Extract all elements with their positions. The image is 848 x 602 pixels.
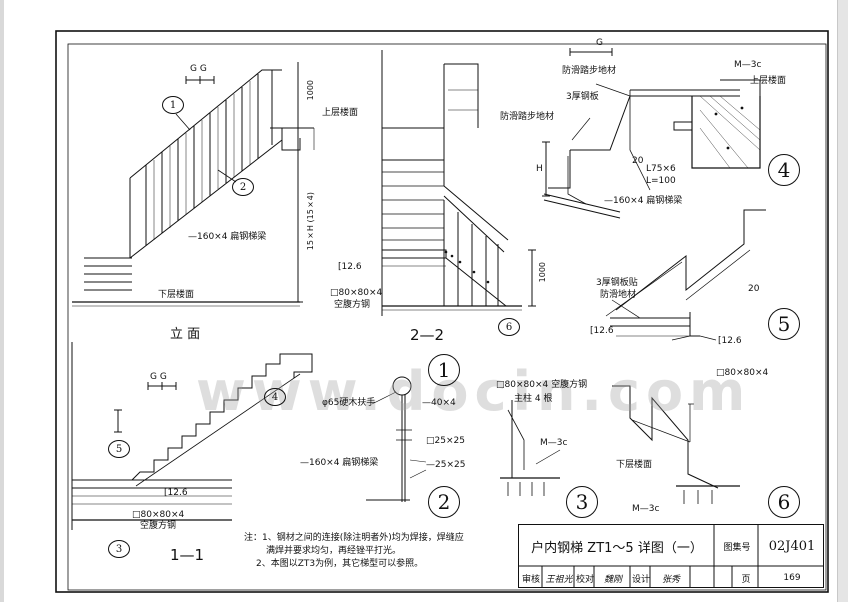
label-flat-40x4: —40×4	[422, 398, 456, 408]
label-l75: L75×6	[646, 164, 676, 174]
note-line-2: 满焊并要求均匀，再经锉平打光。	[266, 546, 402, 556]
label-hollow-80-c: □80×80×4	[716, 368, 769, 378]
viewer-scrollbar[interactable]	[837, 0, 848, 602]
label-stringer-4: —160×4 扁钢梯梁	[604, 196, 683, 206]
detail-marker-5: 5	[768, 308, 800, 340]
title-block-reviewer-signature: 王祖光	[545, 574, 573, 585]
dim-20-b: 20	[748, 284, 760, 294]
label-hollow-square: 空腹方钢	[334, 300, 371, 310]
detail-marker-1: 1	[428, 354, 460, 386]
watermark-text: www.docin.com	[196, 360, 752, 423]
label-square-25-b: —25×25	[426, 460, 466, 470]
dim-1000: 1000	[306, 80, 315, 101]
view-title-section-1-1: 1—1	[170, 546, 205, 564]
title-block-atlas-no: 02J401	[768, 538, 816, 554]
ref-mark-2: 2	[232, 178, 254, 196]
detail-marker-6: 6	[768, 486, 800, 518]
label-upper-floor: 上层楼面	[322, 108, 359, 118]
viewer-left-edge	[0, 0, 4, 602]
label-plate-3: 3厚钢板	[566, 92, 599, 102]
label-hollow-80: □80×80×4	[330, 288, 383, 298]
title-block-design-label: 设计	[631, 574, 650, 585]
title-block-grid	[518, 524, 824, 588]
label-h: H	[536, 164, 543, 174]
title-block-title: 户内钢梯 ZT1～5 详图（一）	[531, 540, 703, 556]
label-lower-floor-6: 下层楼面	[616, 460, 653, 470]
label-anti-slip: 防滑踏步地材	[562, 66, 617, 76]
note-line-1: 注：1、钢材之间的连接(除注明者外)均为焊接，焊缝应	[244, 533, 464, 543]
ref-mark-1: 1	[162, 96, 184, 114]
label-angle-126-d: [12.6	[164, 488, 188, 498]
title-block-page-no: 169	[783, 573, 801, 583]
label-hollow-80-b: □80×80×4	[132, 510, 185, 520]
note-line-3: 2、本图以ZT3为例，其它梯型可以参照。	[256, 559, 424, 569]
label-hollow-square-b: 空腹方钢	[140, 521, 177, 531]
title-block-atlas-label: 图集号	[723, 542, 751, 553]
detail-marker-4: 4	[768, 154, 800, 186]
label-square-25: □25×25	[426, 436, 465, 446]
label-main-bar: 主柱 4 根	[514, 394, 553, 404]
view-title-elevation: 立 面	[170, 327, 201, 342]
label-m3c-c: M—3c	[632, 504, 660, 514]
label-upper-floor-4: 上层楼面	[750, 76, 787, 86]
label-m3c: M—3c	[734, 60, 762, 70]
title-block-page-label: 页	[741, 574, 751, 585]
label-stringer-2: —160×4 扁钢梯梁	[300, 458, 379, 468]
view-title-section-2-2: 2—2	[410, 326, 445, 344]
label-handrail: φ65硬木扶手	[322, 398, 376, 408]
ref-mark-4: 4	[264, 388, 286, 406]
label-l75-length: L=100	[646, 176, 676, 186]
detail-marker-3: 3	[566, 486, 598, 518]
label-angle-126: [12.6	[338, 262, 362, 272]
label-g: G	[596, 38, 603, 48]
label-lower-floor: 下层楼面	[158, 290, 195, 300]
label-gg: G G	[190, 64, 207, 74]
title-block-checker-signature: 魏刚	[603, 574, 622, 585]
dim-15h: 15×H (15×4)	[306, 192, 315, 251]
label-plate-3-5: 3厚钢板贴	[596, 278, 638, 288]
label-m3c-b: M—3c	[540, 438, 568, 448]
label-stringer: —160×4 扁钢梯梁	[188, 232, 267, 242]
dim-20: 20	[632, 156, 644, 166]
label-gg-b: G G	[150, 372, 167, 382]
title-block-designer-signature: 张秀	[661, 574, 680, 585]
ref-mark-5: 5	[108, 440, 130, 458]
label-anti-slip-b: 防滑踏步地材	[500, 112, 555, 122]
title-block-review-label: 审核	[521, 574, 540, 585]
detail-marker-2: 2	[428, 486, 460, 518]
label-angle-126-c: [12.6	[718, 336, 742, 346]
ref-mark-3: 3	[108, 540, 130, 558]
drawing-notes: 注：1、钢材之间的连接(除注明者外)均为焊接，焊缝应 满焊并要求均匀，再经锉平打…	[244, 532, 516, 571]
label-angle-126-b: [12.6	[590, 326, 614, 336]
label-anti-slip-5: 防滑地材	[600, 290, 637, 300]
label-hollow-80-d: □80×80×4 空腹方钢	[496, 380, 588, 390]
ref-mark-6: 6	[498, 318, 520, 336]
dim-1000-b: 1000	[538, 262, 547, 283]
title-block: 户内钢梯 ZT1～5 详图（一） 图集号 02J401 审核 王祖光 校对 魏刚…	[518, 524, 824, 588]
title-block-check-label: 校对	[575, 574, 594, 585]
